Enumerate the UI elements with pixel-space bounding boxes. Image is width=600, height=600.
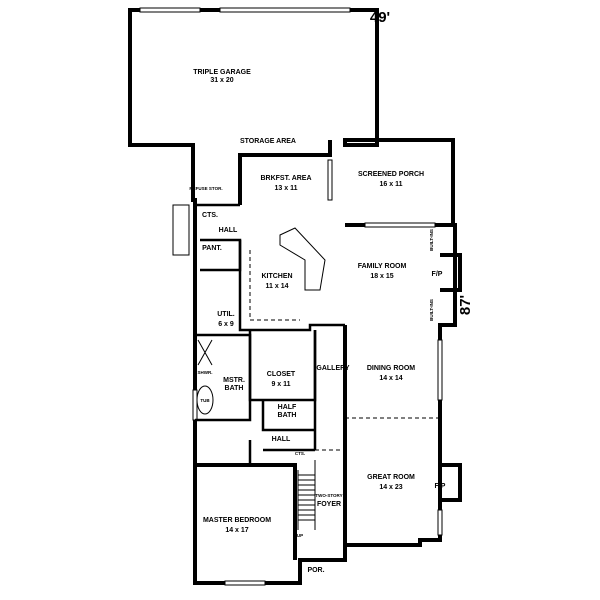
family-label: FAMILY ROOM xyxy=(358,263,407,270)
fireplace-label-2: F/P xyxy=(435,483,446,490)
mstr-bath-label-2: BATH xyxy=(225,385,244,392)
brkfst-size: 13 x 11 xyxy=(275,185,298,192)
util-size: 6 x 9 xyxy=(218,321,234,328)
storage-label: STORAGE AREA xyxy=(240,138,296,145)
foyer-label-2: FOYER xyxy=(317,501,341,508)
cts-label-2: CTS. xyxy=(295,451,305,456)
util-label: UTIL. xyxy=(217,311,235,318)
master-bedroom-label: MASTER BEDROOM xyxy=(203,517,271,524)
half-bath-label-2: BATH xyxy=(278,412,297,419)
overall-width: 49' xyxy=(370,9,390,26)
half-bath-label: HALF xyxy=(278,404,297,411)
shower-label: SHWR. xyxy=(198,370,213,375)
brkfst-label: BRKFST. AREA xyxy=(260,175,311,182)
garage-size: 31 x 20 xyxy=(210,77,233,84)
porch-size: 16 x 11 xyxy=(380,181,403,188)
dining-size: 14 x 14 xyxy=(379,375,402,382)
fireplace-label: F/P xyxy=(432,271,443,278)
garage-label: TRIPLE GARAGE xyxy=(193,69,251,76)
stairs-up-label: UP xyxy=(297,533,303,538)
foyer-label: TWO-STORY xyxy=(315,493,342,498)
pantry-label: PANT. xyxy=(202,245,222,252)
exterior-walls xyxy=(128,8,462,585)
hall-label-2: HALL xyxy=(272,436,291,443)
closet-label: CLOSET xyxy=(267,371,296,378)
kitchen-size: 11 x 14 xyxy=(266,283,289,290)
porch-label: SCREENED PORCH xyxy=(358,171,424,178)
great-room-size: 14 x 23 xyxy=(379,484,402,491)
overall-depth: 87' xyxy=(457,295,474,315)
family-size: 18 x 15 xyxy=(370,273,393,280)
great-room-label: GREAT ROOM xyxy=(367,474,415,481)
windows xyxy=(139,7,443,586)
master-bedroom-size: 14 x 17 xyxy=(225,527,248,534)
interior-walls xyxy=(195,203,440,530)
kitchen-label: KITCHEN xyxy=(261,273,292,280)
hall-label: HALL xyxy=(219,227,238,234)
gallery-label: GALLERY xyxy=(316,365,350,372)
mstr-bath-label: MSTR. xyxy=(223,377,245,384)
cts-label: CTS. xyxy=(202,212,218,219)
porch-entry-label: POR. xyxy=(307,567,324,574)
closet-size: 9 x 11 xyxy=(271,381,290,388)
built-ins-label: BUILT-INS xyxy=(429,229,434,251)
tub-label: TUB xyxy=(200,398,210,403)
refuse-label: REFUSE STOR. xyxy=(189,186,222,191)
dining-label: DINING ROOM xyxy=(367,365,415,372)
built-ins-label: BUILT-INS xyxy=(429,299,434,321)
labels: 49' 87' TRIPLE GARAGE 31 x 20 STORAGE AR… xyxy=(189,9,474,574)
